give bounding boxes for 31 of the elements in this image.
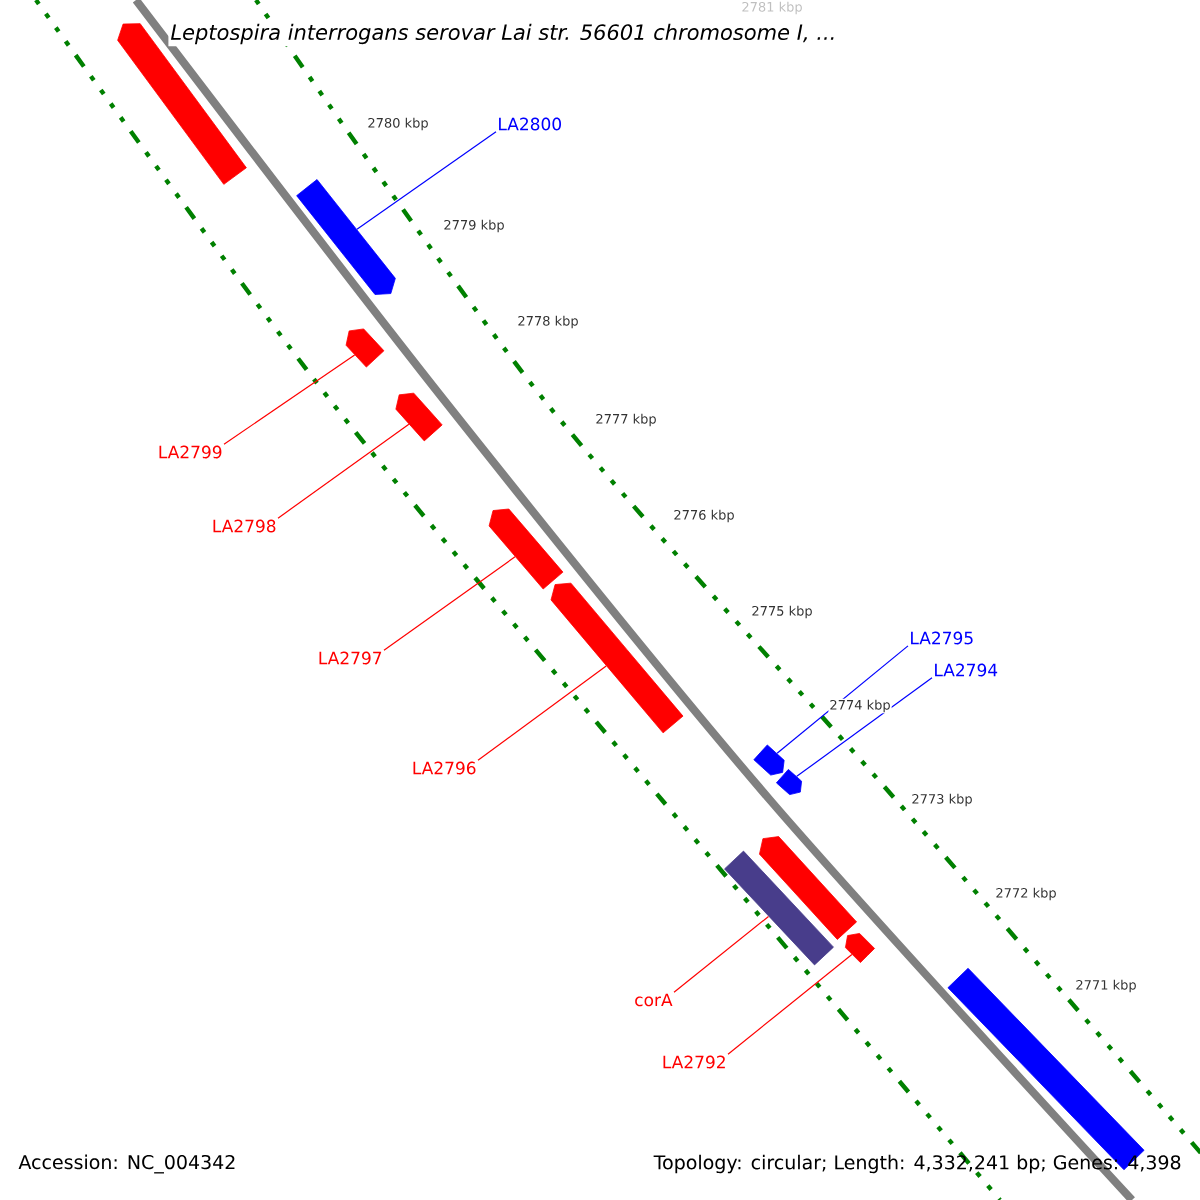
leader-line [796, 677, 933, 777]
gene-label: LA2795 [911, 631, 973, 645]
gene-bar [488, 508, 564, 590]
gene-bar [753, 744, 785, 776]
gene-bar [724, 850, 834, 966]
gene-label: LA2796 [413, 761, 476, 775]
gene-label: LA2799 [159, 445, 222, 459]
title: Leptospira interrogans serovar Lai str. 56601 chromosome I, ... [168, 21, 839, 47]
gene-label: LA2797 [319, 651, 382, 665]
gene-label: LA2800 [499, 117, 561, 131]
gene-label: LA2798 [213, 519, 276, 533]
leader-line [673, 915, 770, 993]
leader-line [383, 556, 516, 651]
gene-bar [395, 392, 443, 442]
footer-text: Topology: circular; Length: 4,332,241 bp; Genes: 4,398 [653, 1154, 1181, 1174]
leader-line [727, 953, 853, 1055]
gene-bar [550, 582, 684, 734]
gene-label: LA2792 [663, 1055, 725, 1069]
gene-bar [845, 933, 875, 963]
gene-label: LA2794 [935, 663, 998, 677]
leader-line [776, 645, 909, 754]
leader-line [477, 665, 607, 761]
footer-text: Accession: NC_004342 [18, 1154, 235, 1174]
leader-line [356, 131, 497, 230]
gene-label: corA [635, 993, 673, 1007]
gene-bar [345, 328, 385, 368]
leader-line [277, 423, 410, 519]
leader-line [223, 354, 356, 445]
gene-bar [759, 836, 857, 940]
gene-bar [296, 179, 396, 295]
gene-bar [776, 769, 802, 795]
